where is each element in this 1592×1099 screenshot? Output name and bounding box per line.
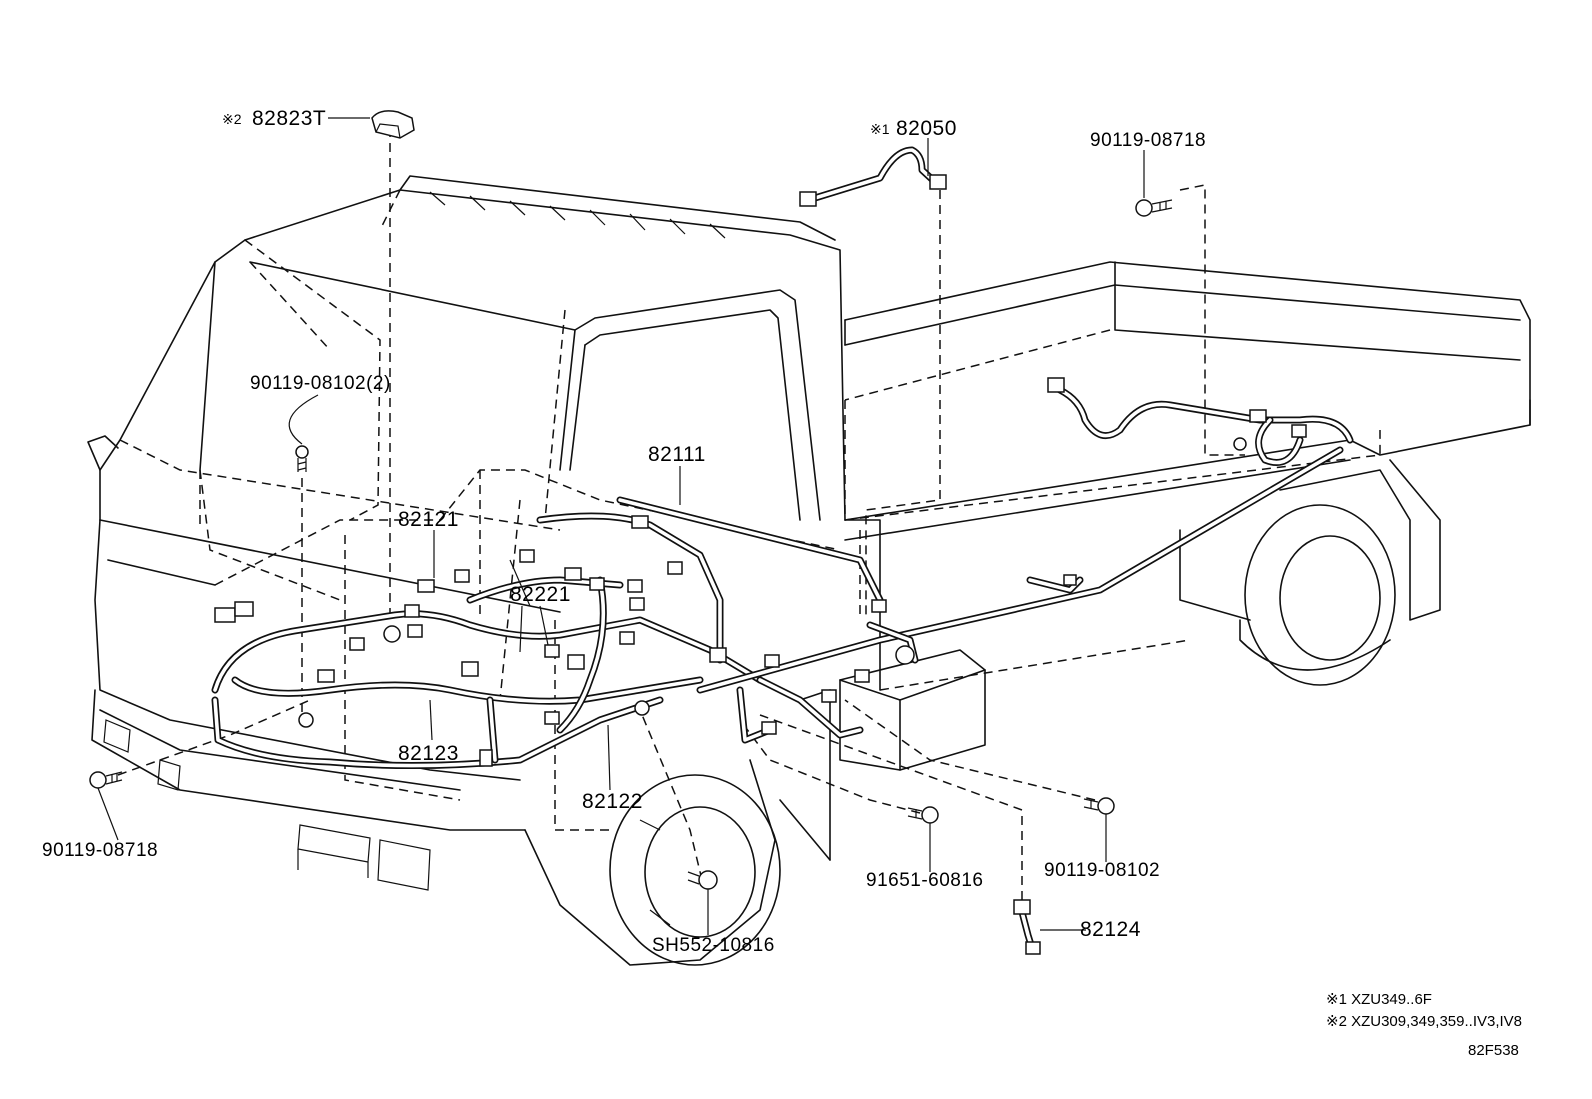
part-label-82050: ※1 82050 [870, 117, 957, 140]
part-82050-harness [799, 146, 947, 207]
part-82823T-cap [371, 110, 415, 139]
harness-connectors [214, 377, 1307, 767]
footnote-2: ※2 XZU309,349,359..IV3,IV8 [1326, 1013, 1522, 1030]
mark-note-1: ※1 [870, 121, 890, 137]
part-label-82122: 82122 [582, 790, 643, 813]
footnote-1: ※1 XZU349..6F [1326, 991, 1432, 1008]
part-label-82123: 82123 [398, 742, 459, 765]
mark-note-2: ※2 [222, 111, 242, 127]
leader-lines [97, 117, 1145, 935]
hidden-lines [117, 128, 1381, 900]
part-label-82221: 82221 [510, 583, 571, 606]
bolt-90119-08718-left [89, 771, 123, 789]
part-label-90119-08102-2: 90119-08102(2) [250, 373, 391, 394]
wire-harness-front [211, 496, 884, 770]
truck-outline [87, 175, 1531, 966]
part-label-82111: 82111 [648, 443, 706, 466]
figure-code: 82F538 [1468, 1042, 1519, 1059]
part-number: 82050 [896, 117, 957, 140]
part-label-82823T: ※2 82823T [222, 107, 326, 130]
part-82124-harness [1013, 899, 1041, 955]
bolt-SH552-10816 [687, 870, 718, 890]
wire-harness-rear [1056, 386, 1354, 466]
bolt-90119-08718-top [1135, 199, 1173, 217]
bolt-90119-08102 [1083, 797, 1115, 815]
part-label-90119-08102: 90119-08102 [1044, 860, 1160, 881]
part-label-91651-60816: 91651-60816 [866, 870, 984, 891]
part-label-90119-08718-top: 90119-08718 [1090, 130, 1206, 151]
part-label-82124: 82124 [1080, 918, 1141, 941]
part-label-82121: 82121 [398, 508, 459, 531]
part-number: 82823T [252, 107, 326, 130]
part-label-SH552-10816: SH552-10816 [652, 935, 775, 956]
bolt-91651-60816 [907, 806, 939, 824]
bolt-90119-08102-2 [295, 445, 309, 472]
part-label-90119-08718-left: 90119-08718 [42, 840, 158, 861]
